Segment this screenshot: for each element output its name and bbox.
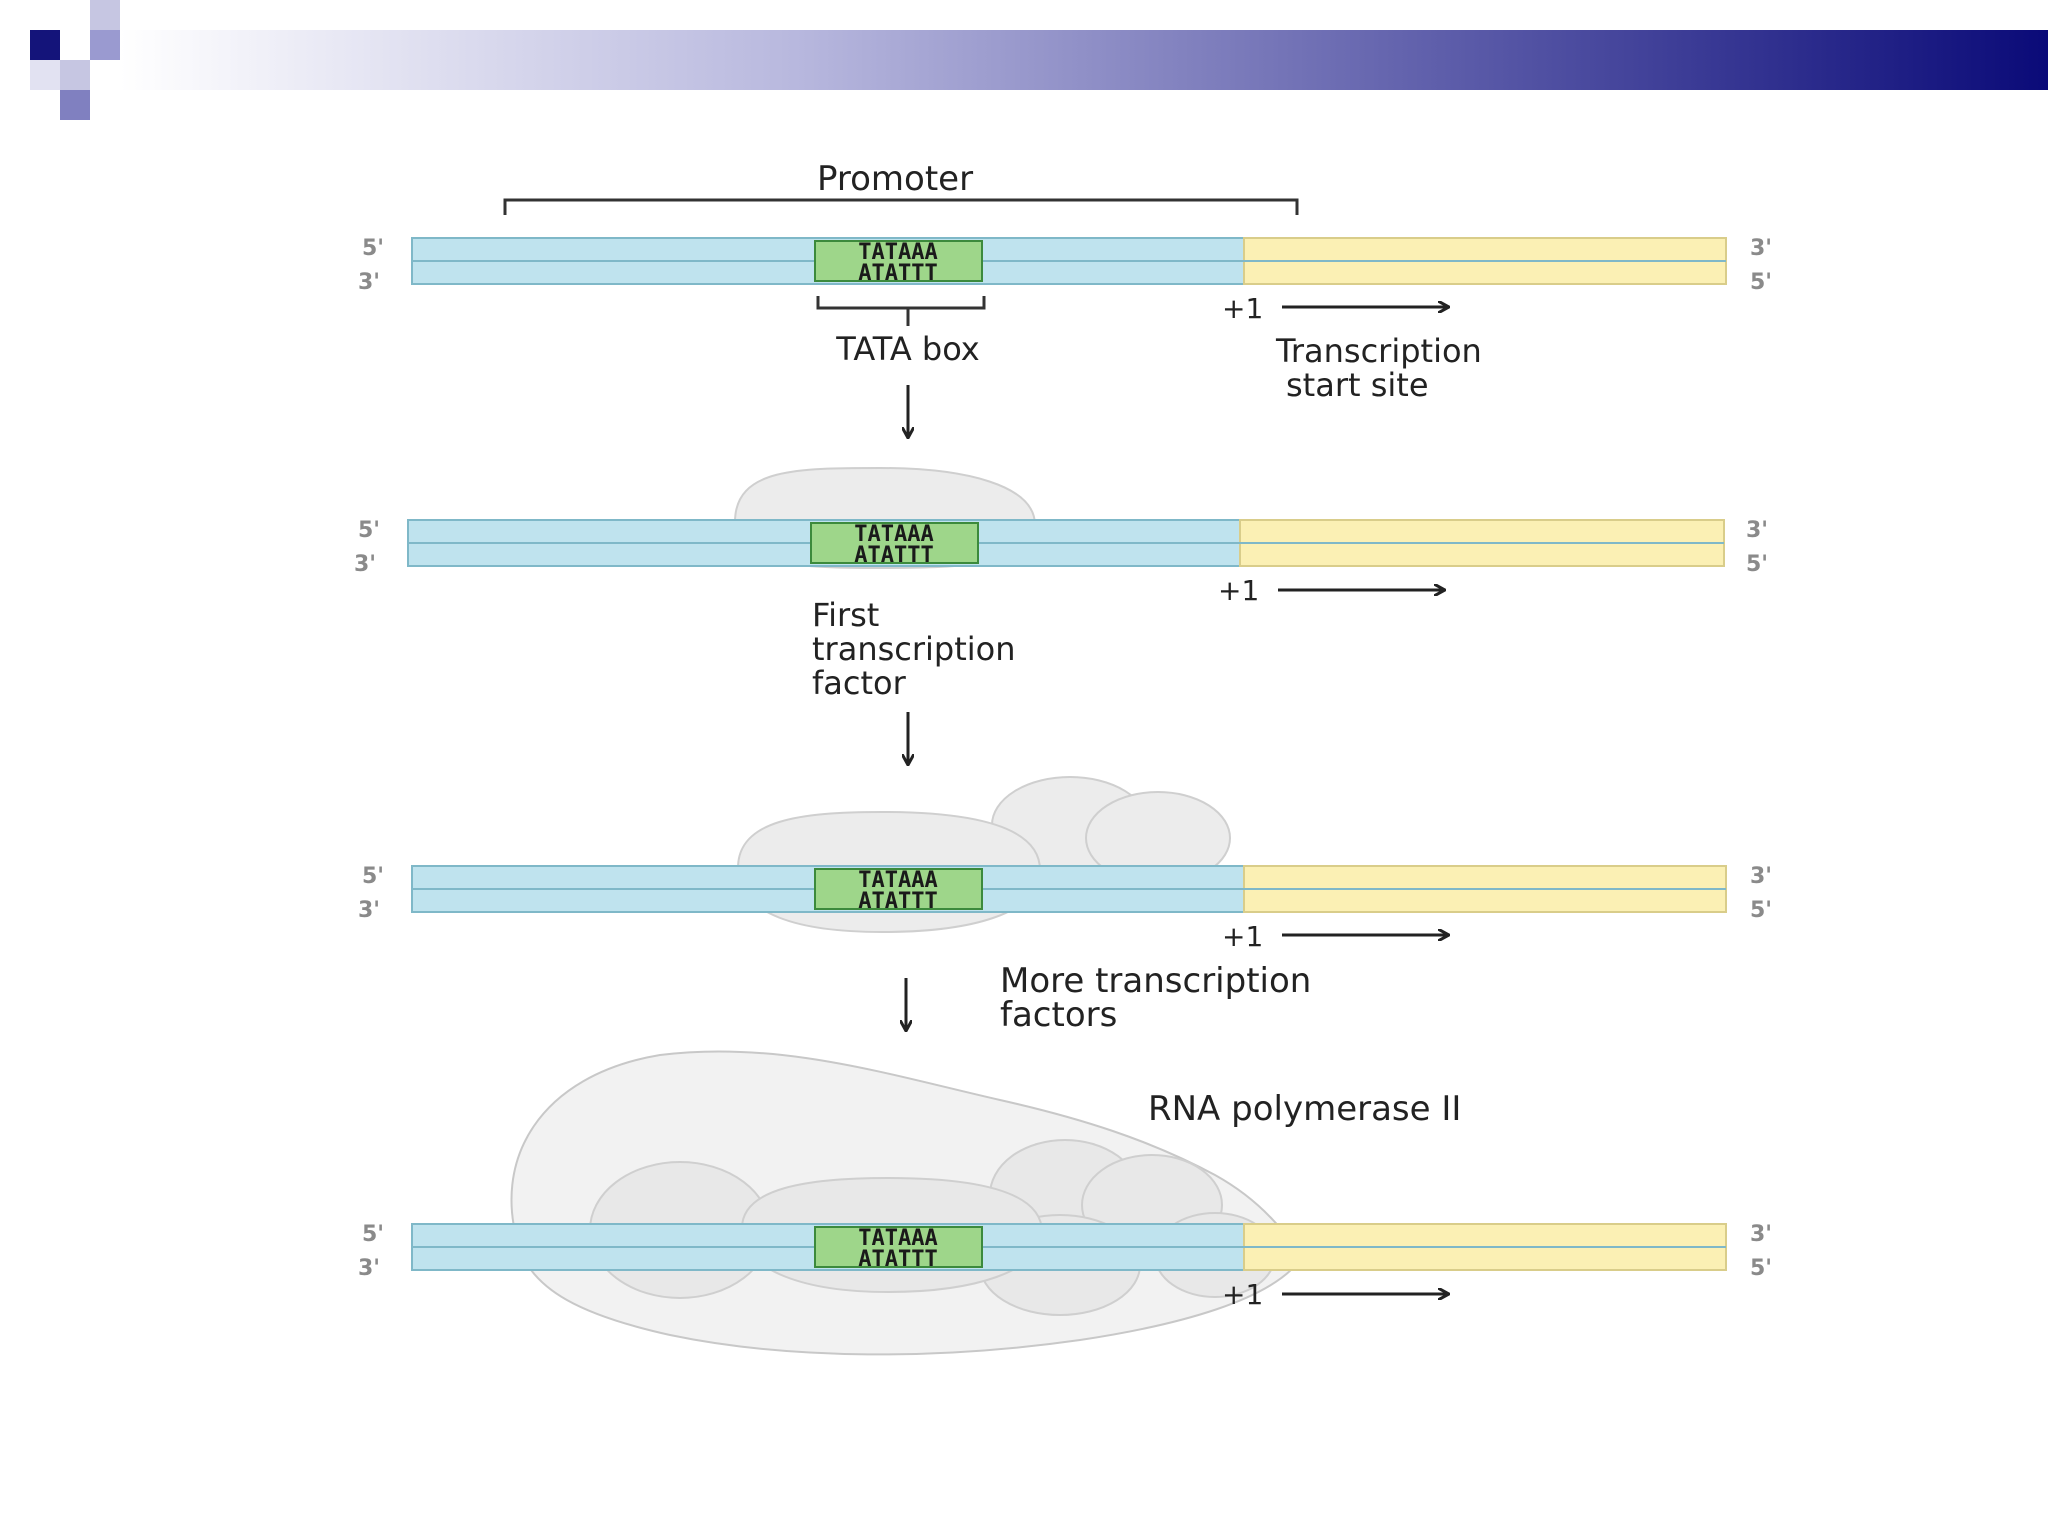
dna-strand-4: TATAAA ATATTT <box>411 1223 1727 1272</box>
tata-sequence-top: TATAAA <box>858 240 937 265</box>
tata-box <box>814 868 983 910</box>
strand-end-3-prime-right: 3' <box>1750 864 1772 889</box>
tata-sequence-top: TATAAA <box>854 522 933 547</box>
first-tf-label-line2: transcription <box>812 630 1016 668</box>
header-logo-squares <box>0 0 120 120</box>
promoter-label: Promoter <box>817 159 973 199</box>
panel-1: Promoter TATAAA ATATTT 5' 3' 3' 5' TATA … <box>358 159 1772 404</box>
dna-strand-3: TATAAA ATATTT <box>411 865 1727 914</box>
first-tf-label-line1: First <box>812 596 879 634</box>
tata-box <box>814 1226 983 1268</box>
tata-box-label: TATA box <box>835 330 979 368</box>
panel-3: TATAAA ATATTT 5' 3' 3' 5' +1 <box>358 776 1772 953</box>
first-tf-label-line3: factor <box>812 664 907 702</box>
plus-one-label: +1 <box>1222 920 1263 953</box>
strand-end-3-prime: 3' <box>358 270 380 295</box>
strand-end-5-prime-right: 5' <box>1750 898 1772 923</box>
more-tf-label-line2: factors <box>1000 995 1117 1035</box>
slide-header <box>0 0 2048 120</box>
tss-label-line1: Transcription <box>1275 332 1482 370</box>
plus-one-label: +1 <box>1222 292 1263 325</box>
tata-sequence-bottom: ATATTT <box>854 543 933 568</box>
strand-end-5-prime-right: 5' <box>1746 552 1768 577</box>
more-tf-label-line1: More transcription <box>1000 961 1311 1001</box>
header-gradient-bar <box>120 30 2048 90</box>
tata-sequence-top: TATAAA <box>858 868 937 893</box>
strand-end-3-prime: 3' <box>358 1256 380 1281</box>
strand-end-5-prime-right: 5' <box>1750 1256 1772 1281</box>
rna-polymerase-label: RNA polymerase II <box>1148 1089 1461 1129</box>
tata-box-bracket <box>816 296 986 326</box>
tata-sequence-bottom: ATATTT <box>858 889 937 914</box>
strand-end-3-prime: 3' <box>358 898 380 923</box>
plus-one-label: +1 <box>1222 1278 1263 1311</box>
strand-end-5-prime: 5' <box>362 236 384 261</box>
plus-one-label: +1 <box>1218 574 1259 607</box>
panel-2: TATAAA ATATTT 5' 3' 3' 5' +1 First trans… <box>354 466 1768 702</box>
tata-sequence-bottom: ATATTT <box>858 261 937 286</box>
tss-label-line2: start site <box>1286 366 1429 404</box>
strand-end-5-prime-right: 5' <box>1750 270 1772 295</box>
strand-end-3-prime-right: 3' <box>1750 236 1772 261</box>
dna-strand-2: TATAAA ATATTT <box>407 519 1725 568</box>
strand-end-5-prime: 5' <box>358 518 380 543</box>
tata-sequence-top: TATAAA <box>858 1226 937 1251</box>
dna-strand-1: TATAAA ATATTT <box>411 237 1727 286</box>
strand-end-3-prime: 3' <box>354 552 376 577</box>
panel-4: TATAAA ATATTT 5' 3' 3' 5' +1 RNA polymer… <box>358 1050 1772 1356</box>
strand-end-3-prime-right: 3' <box>1746 518 1768 543</box>
tata-box <box>814 240 983 282</box>
strand-end-3-prime-right: 3' <box>1750 1222 1772 1247</box>
strand-end-5-prime: 5' <box>362 1222 384 1247</box>
strand-end-5-prime: 5' <box>362 864 384 889</box>
promoter-bracket <box>503 198 1299 215</box>
tata-sequence-bottom: ATATTT <box>858 1247 937 1272</box>
tata-box <box>810 522 979 564</box>
